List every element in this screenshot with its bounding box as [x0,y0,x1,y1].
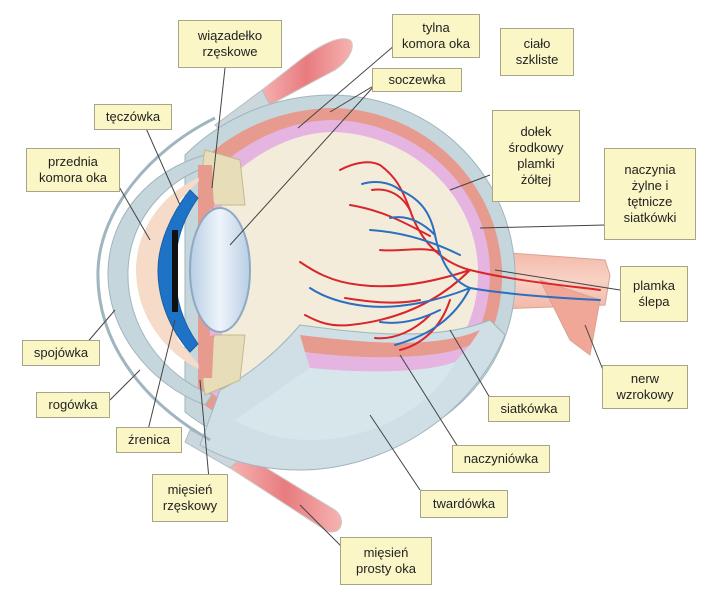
retinal-blood-vessels [299,161,601,351]
label-ciliary-muscle: mięsień rzęskowy [152,474,228,522]
label-anterior-chamber: przednia komora oka [26,148,120,192]
label-pupil: źrenica [116,427,182,453]
label-retinal-vessels: naczynia żylne i tętnicze siatkówki [604,148,696,240]
label-iris: tęczówka [94,104,172,130]
label-optic-nerve: nerw wzrokowy [602,365,688,409]
cornea [107,154,213,406]
cutaway-section [199,319,506,471]
conjunctiva [96,116,216,442]
label-choroid: naczyniówka [452,445,550,473]
ciliary-body-lower [198,334,246,396]
label-conjunctiva: spojówka [22,340,100,366]
label-lens: soczewka [372,68,462,92]
label-vitreous-body: ciało szkliste [500,28,574,76]
label-sclera: twardówka [420,490,508,518]
label-cornea: rogówka [36,392,110,418]
label-posterior-chamber: tylna komora oka [392,14,480,58]
lens [189,207,251,333]
label-rectus-muscle: mięsień prosty oka [340,537,432,585]
ciliary-body-upper [198,149,246,210]
label-blind-spot: plamka ślepa [620,266,688,322]
label-ciliary-ligament: wiązadełko rzęskowe [178,20,282,68]
label-fovea: dołek środkowy plamki żółtej [492,110,580,202]
label-retina: siatkówka [488,396,570,422]
leader-lines [84,44,621,556]
